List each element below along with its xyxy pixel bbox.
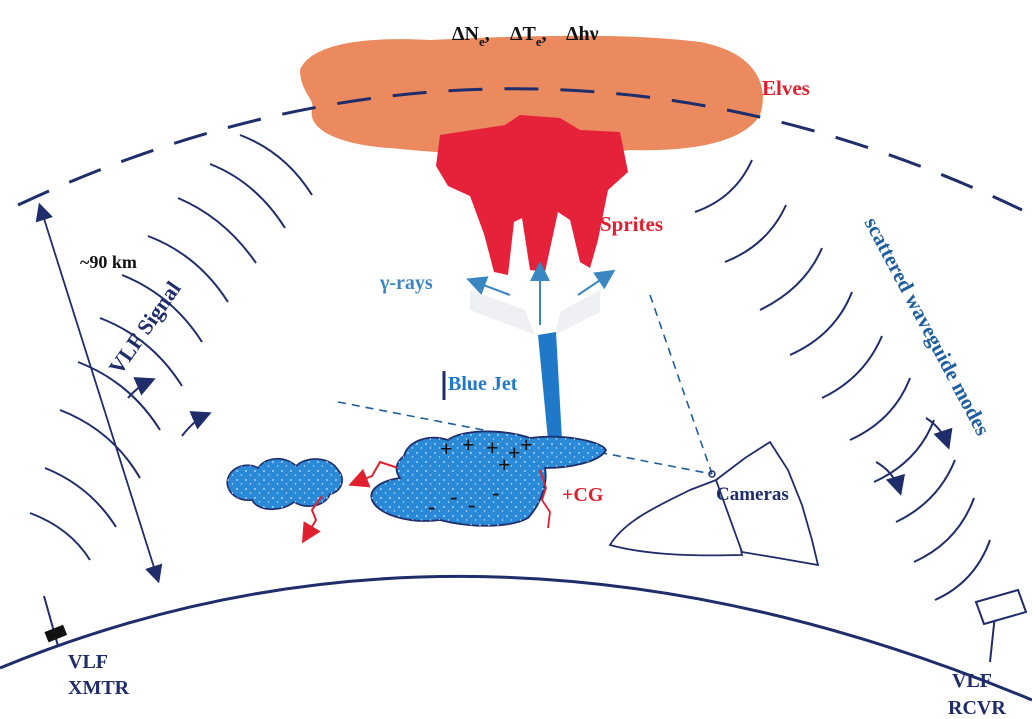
blue-jet (538, 332, 562, 440)
scattered-modes-label: scattered waveguide modes (860, 213, 995, 439)
plus-cg-label: +CG (562, 484, 604, 506)
sprites-label: Sprites (600, 212, 663, 236)
blue-jet-label: Blue Jet (448, 373, 518, 395)
altitude-label: ~90 km (80, 252, 137, 272)
positive-charge: + (520, 432, 533, 457)
earth-surface (0, 576, 1032, 700)
negative-charge: - (468, 492, 475, 517)
cameras-label: Cameras (716, 484, 789, 505)
gamma-beam (555, 290, 600, 335)
sprites-region (436, 115, 628, 275)
gamma-rays-label: γ-rays (379, 272, 433, 294)
elves-label: Elves (762, 76, 810, 100)
vlf-signal-label: VLF Signal (104, 277, 186, 379)
positive-charge: + (498, 452, 511, 477)
rcvr-antenna (976, 590, 1026, 624)
vlf-direction-arrows (128, 380, 208, 436)
positive-charge: + (440, 436, 453, 461)
header-delta-hv: Δhν (566, 23, 599, 45)
xmtr-label-line2: XMTR (68, 677, 130, 699)
rcvr-label-line2: RCVR (948, 697, 1006, 719)
negative-charge: - (492, 480, 499, 505)
positive-charge: + (462, 432, 475, 457)
rcvr-label-line1: VLF (952, 670, 992, 692)
negative-charge: - (428, 494, 435, 519)
negative-charge: - (450, 484, 457, 509)
xmtr-label-line1: VLF (68, 651, 108, 673)
camera-sightline (650, 295, 712, 474)
positive-charge: + (486, 435, 499, 460)
gamma-arrow-right (578, 272, 612, 295)
gamma-beam (470, 290, 535, 335)
